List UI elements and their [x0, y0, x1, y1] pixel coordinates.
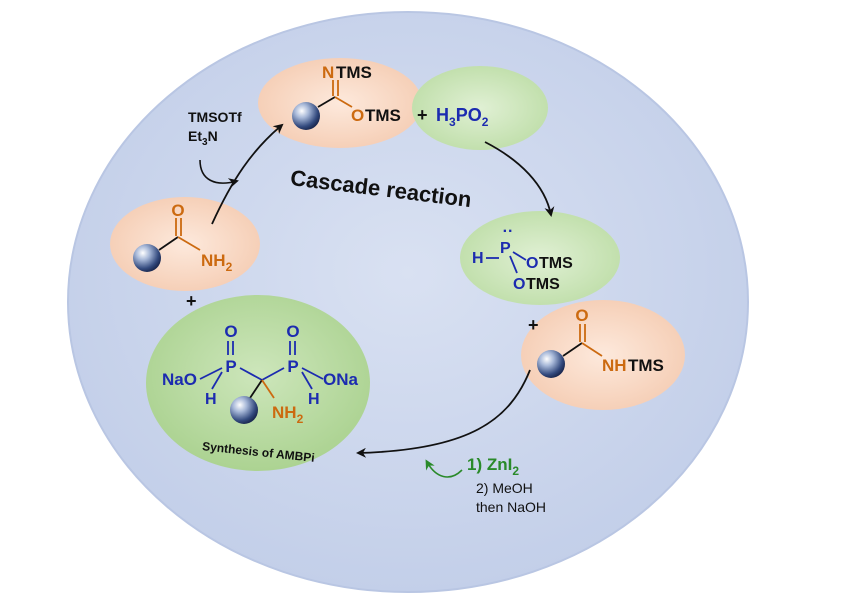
- amide-structure: O NH2: [133, 201, 233, 274]
- silyl-amide-nh: NH: [602, 356, 627, 375]
- arrow-zni2-in: [425, 459, 463, 478]
- phosphonite-h: H: [472, 250, 484, 267]
- ambpi-p-right: P: [287, 357, 298, 376]
- ambpi-p-left: P: [225, 357, 236, 376]
- phosphonite-blob: [460, 211, 620, 305]
- arrow-silyl-to-product: [356, 369, 531, 458]
- silyl-amide-structure: O NH TMS: [537, 306, 664, 378]
- substituent-ball-icon: [133, 244, 161, 272]
- reagent-meoh: 2) MeOH: [476, 480, 533, 496]
- reagent-et3n: Et3N: [188, 128, 218, 148]
- ambpi-nh2: NH2: [272, 403, 304, 426]
- arrow-reagent-in: [199, 159, 239, 188]
- reagent-naoh: then NaOH: [476, 499, 546, 515]
- plus-sign: +: [186, 291, 197, 311]
- imidate-n: N: [322, 63, 334, 82]
- reagent-tmsotf: TMSOTf: [188, 109, 242, 125]
- ambpi-structure: O P O P NaO ONa H H NH2: [162, 322, 359, 426]
- substituent-ball-icon: [537, 350, 565, 378]
- arrow-amide-to-imidate: [211, 123, 284, 225]
- ambpi-h-right: H: [308, 391, 320, 408]
- h3po2-blob: [412, 66, 548, 150]
- ambpi-ona: ONa: [323, 370, 359, 389]
- imidate-otms: TMS: [365, 106, 401, 125]
- imidate-ntms: TMS: [336, 63, 372, 82]
- ambpi-h-left: H: [205, 391, 217, 408]
- ambpi-nao: NaO: [162, 370, 197, 389]
- ambpi-o-right: O: [286, 322, 299, 341]
- lone-pair: ··: [503, 223, 514, 240]
- substituent-ball-icon: [292, 102, 320, 130]
- phosphonite-o2: O: [513, 276, 525, 293]
- amide-o: O: [171, 201, 184, 220]
- h3po2-formula: H3PO2: [436, 105, 489, 129]
- phosphonite-o1: O: [526, 255, 538, 272]
- amide-nh2: NH2: [201, 251, 233, 274]
- silyl-amide-tms: TMS: [628, 356, 664, 375]
- silyl-amide-o: O: [575, 306, 588, 325]
- phosphonite-structure: ·· H P O TMS O TMS: [472, 223, 573, 293]
- substituent-ball-icon: [230, 396, 258, 424]
- imidate-structure: N TMS O TMS: [292, 63, 401, 130]
- phosphonite-p: P: [500, 240, 511, 257]
- ambpi-o-left: O: [224, 322, 237, 341]
- phosphonite-o1-tms: TMS: [539, 255, 573, 272]
- phosphonite-o2-tms: TMS: [526, 276, 560, 293]
- amide-blob: [110, 197, 260, 291]
- silyl-amide-blob: [521, 300, 685, 410]
- plus-sign: +: [417, 105, 428, 125]
- arrow-h3po2-to-phosphonite: [484, 141, 555, 217]
- plus-sign: +: [528, 315, 539, 335]
- reagent-zni2: 1) ZnI2: [467, 455, 519, 478]
- imidate-o: O: [351, 106, 364, 125]
- ambpi-blob: [146, 295, 370, 471]
